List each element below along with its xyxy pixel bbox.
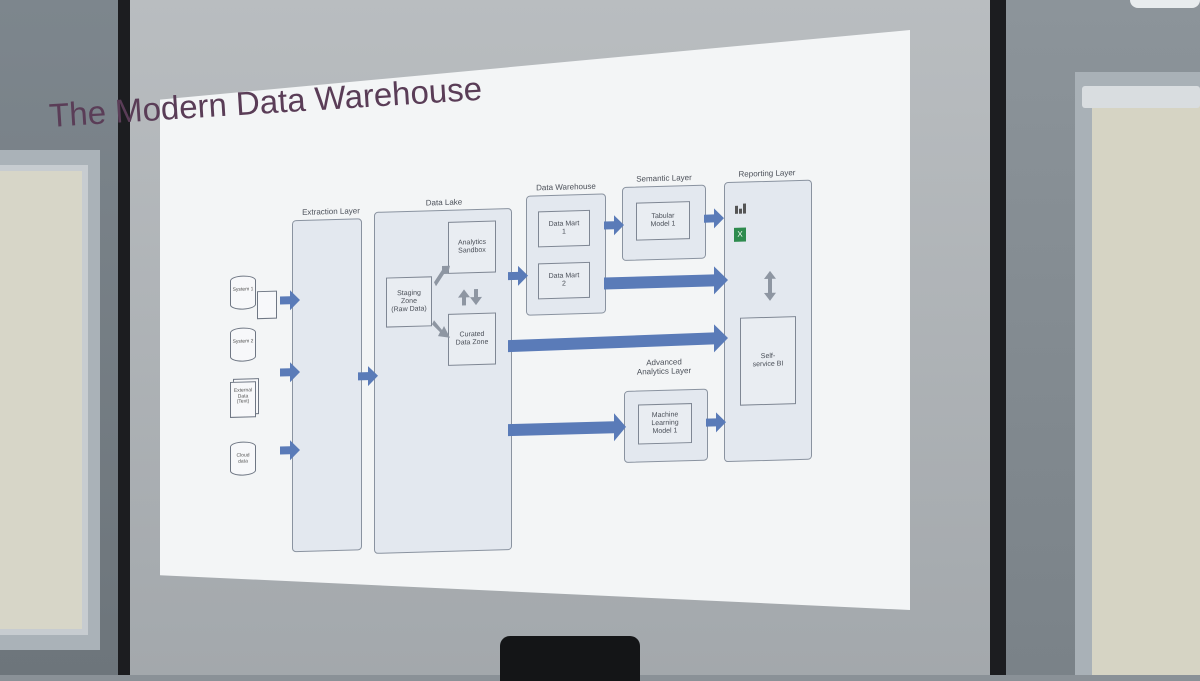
arrow-datalake-warehouse [508, 265, 528, 286]
arrow-up [458, 289, 470, 306]
arrow-source-1-extraction [280, 290, 300, 311]
arrow-analytics-reporting [706, 412, 726, 433]
arrow-semantic-reporting [704, 208, 724, 229]
arrow-source-4-extraction [280, 440, 300, 461]
left-door [0, 165, 88, 635]
arrow-datalake-analytics [508, 413, 626, 442]
arrow-mart1-semantic [604, 215, 624, 236]
arrow-bidirectional [764, 270, 776, 301]
right-door [1092, 104, 1200, 675]
arrow-mart2-reporting [604, 266, 728, 295]
arrow-staging-curated [432, 320, 450, 338]
arrow-staging-sandbox [434, 265, 450, 287]
arrow-extraction-datalake [358, 366, 378, 387]
ceiling-light [1130, 0, 1200, 8]
arrow-down [470, 289, 482, 306]
chair-back [500, 636, 640, 681]
flow-arrows [280, 208, 776, 461]
architecture-diagram: System 1 System 2 External Data (Text) C… [228, 163, 838, 570]
arrow-source-2-extraction [280, 362, 300, 383]
right-door-bar [1082, 86, 1200, 108]
arrow-curated-reporting [508, 324, 728, 353]
